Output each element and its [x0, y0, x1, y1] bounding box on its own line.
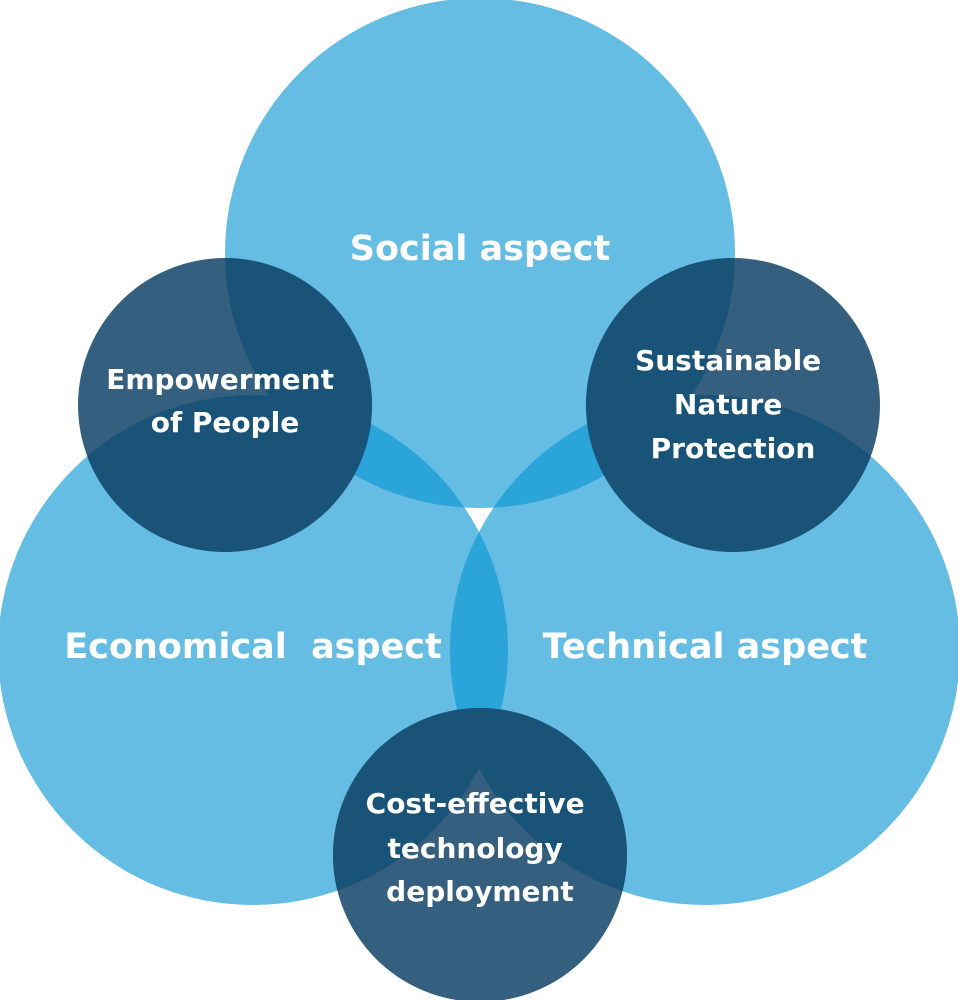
sustainable-label-line-2: Nature	[674, 388, 782, 421]
cost-effective-label-line-2: technology	[388, 832, 563, 865]
sustainable-label: Sustainable Nature Protection	[635, 344, 831, 465]
sustainable-label-line-1: Sustainable	[635, 344, 821, 377]
social-aspect-label: Social aspect	[350, 229, 611, 269]
cost-economical-overlap	[333, 708, 508, 905]
cost-effective-label-line-3: deployment	[386, 875, 574, 908]
empowerment-label-line-2: of People	[151, 406, 300, 439]
empowerment-label-line-1: Empowerment	[106, 363, 334, 396]
cost-technical-overlap	[450, 708, 627, 905]
sustainable-label-line-3: Protection	[651, 432, 816, 465]
economical-aspect-label: Economical aspect	[64, 627, 442, 667]
empowerment-label: Empowerment of People	[106, 363, 343, 439]
cost-effective-label-line-1: Cost-effective	[366, 787, 585, 820]
empowerment-social-overlap	[225, 258, 372, 508]
technical-aspect-label: Technical aspect	[543, 627, 868, 667]
cost-effective-label: Cost-effective technology deployment	[366, 787, 595, 908]
sustainable-social-overlap	[586, 258, 735, 508]
